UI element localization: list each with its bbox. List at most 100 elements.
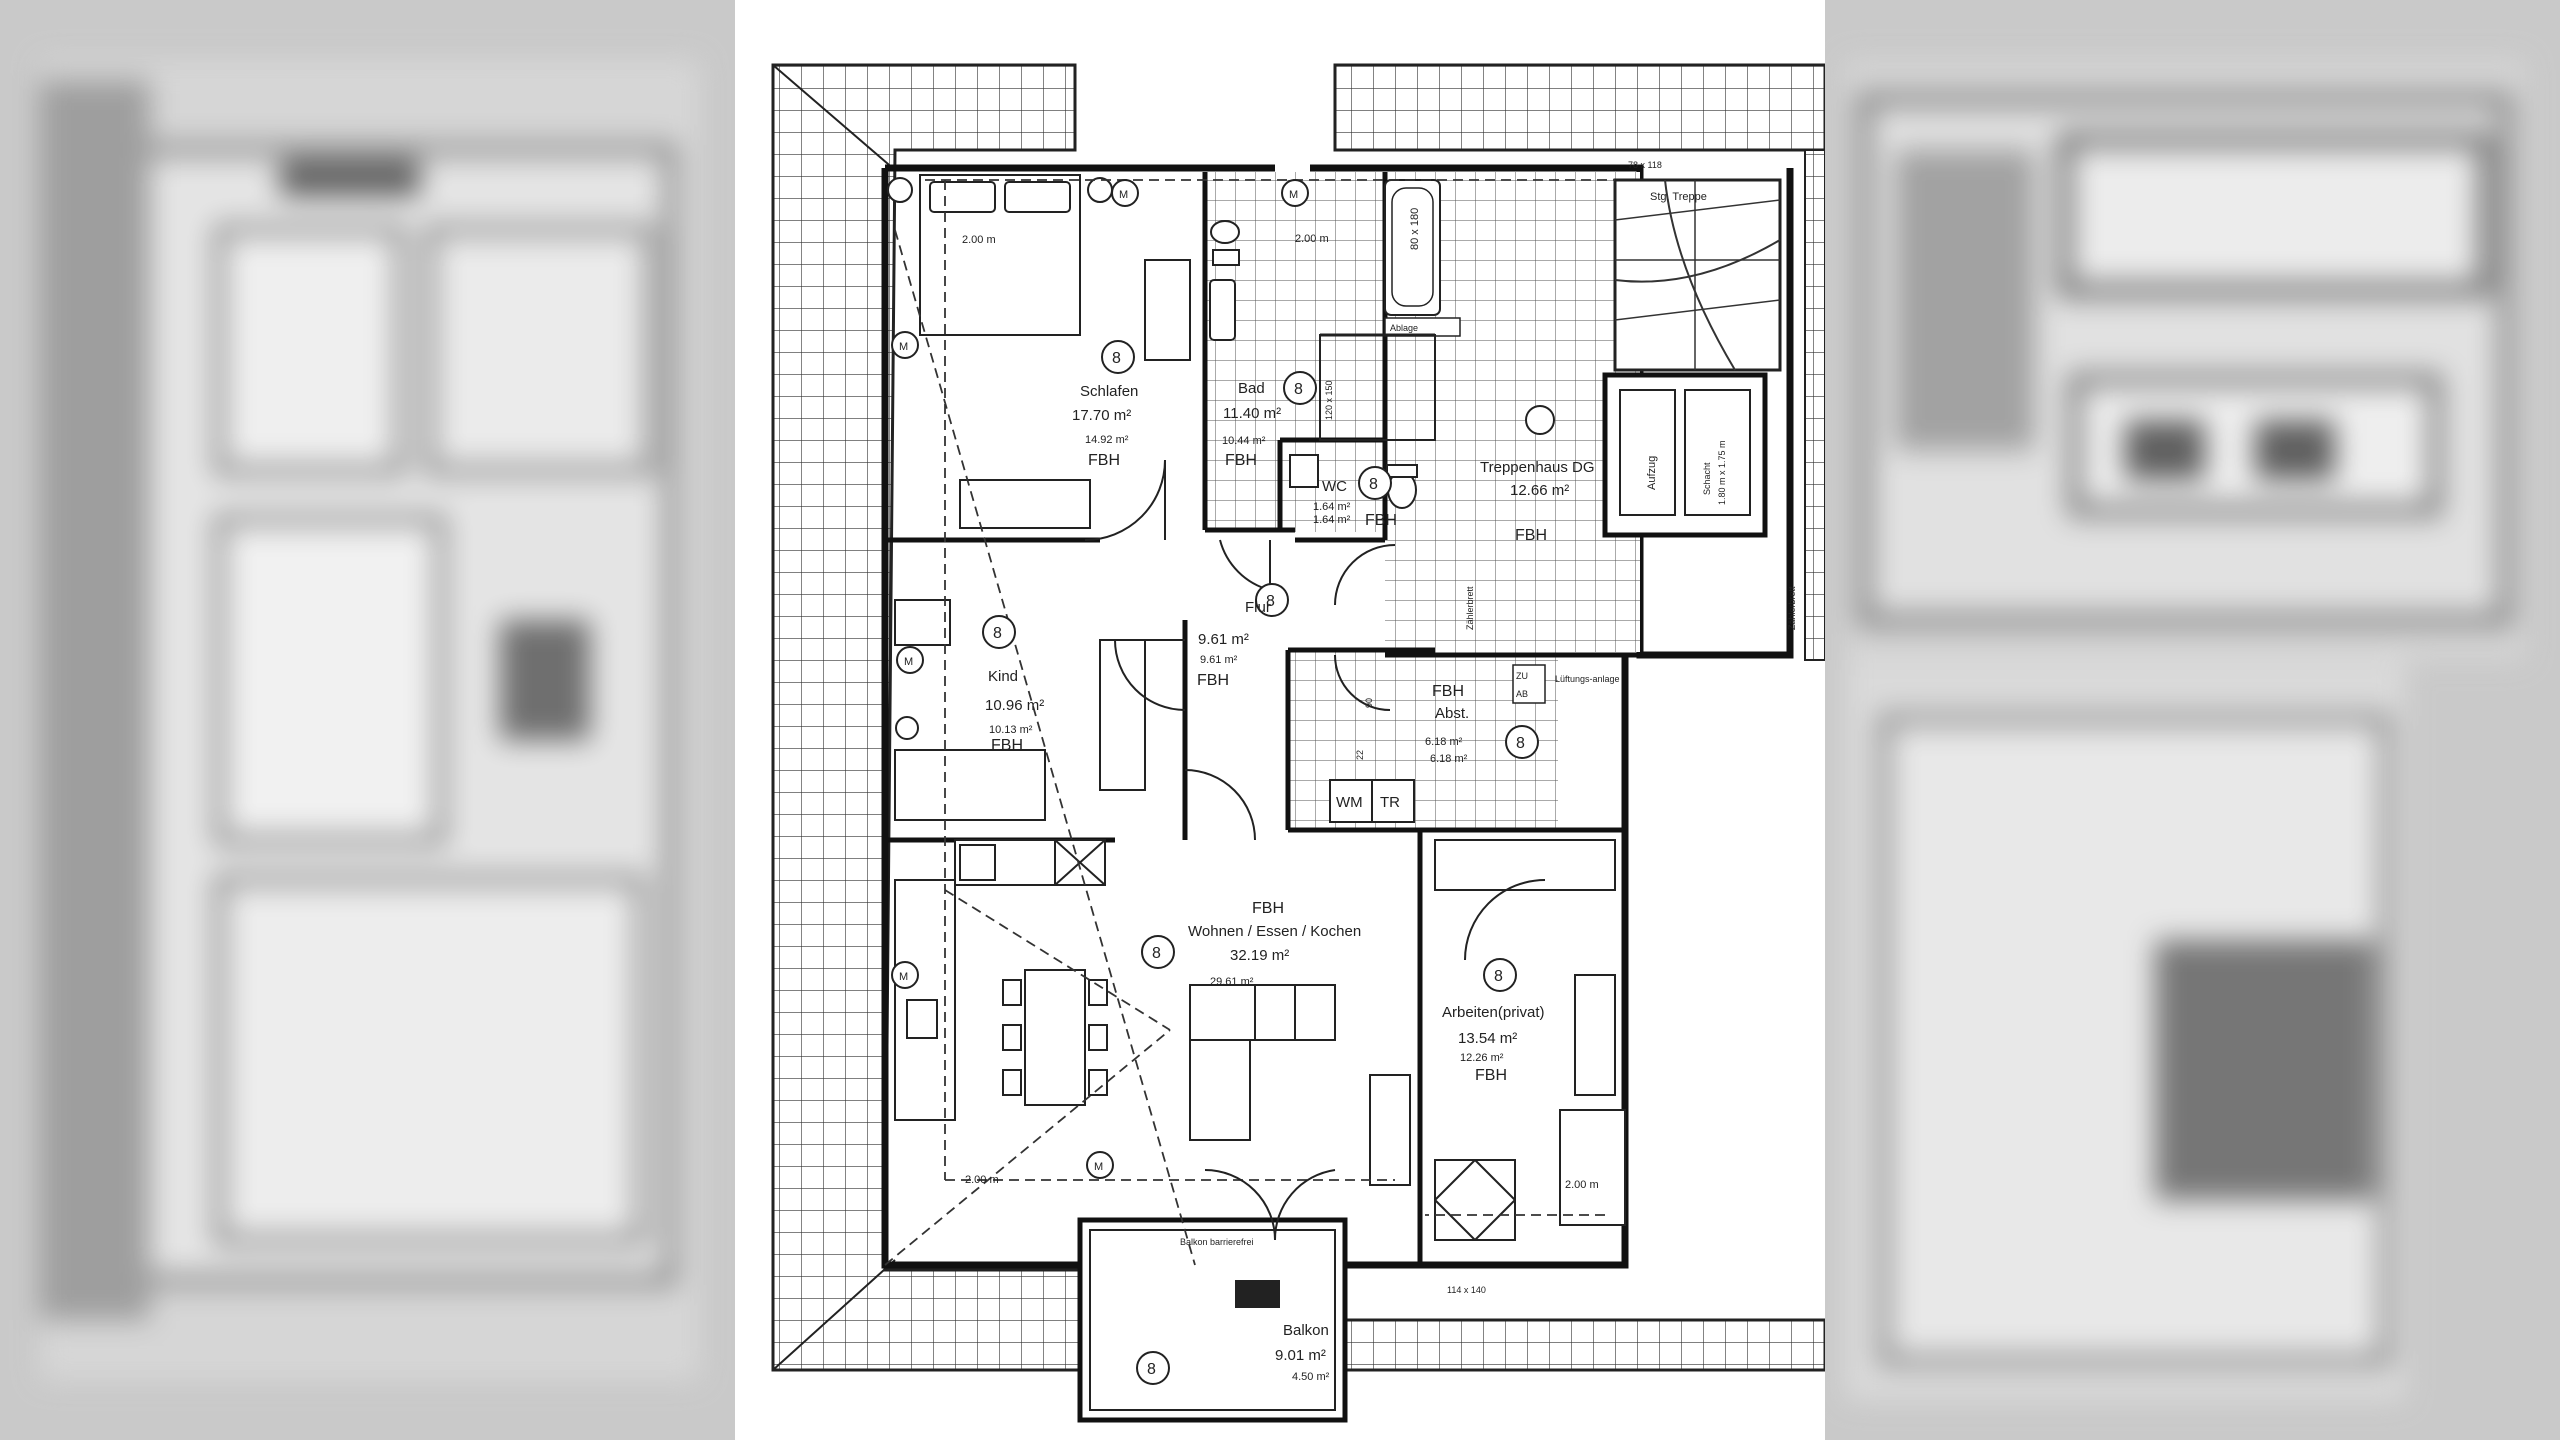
motor-label-6: M — [1094, 1161, 1103, 1173]
wc-net-area: 1.64 m² — [1313, 514, 1351, 526]
wohnen-heating: FBH — [1252, 900, 1284, 917]
schlafen-dimension: 2.00 m — [962, 234, 996, 246]
kind-name: Kind — [988, 668, 1018, 685]
right-blur-pattern — [1845, 60, 2525, 1400]
badge-arbeiten: 8 — [1494, 968, 1503, 985]
floor-plan-sheet: 80 x 180 Ablage 120 x 150 — [735, 0, 1825, 1440]
flur-name: Flur — [1245, 599, 1271, 616]
shower: 120 x 150 — [1319, 333, 1436, 441]
arbeiten-dimension: 2.00 m — [1565, 1179, 1599, 1191]
abst-name: Abst. — [1435, 705, 1469, 722]
badge-bad: 8 — [1294, 381, 1303, 398]
laundry-machines: WM TR ZU AB Lüftungs-anlage 90 22 — [1329, 664, 1620, 823]
bad-heating: FBH — [1225, 452, 1257, 469]
shaft-label: Schacht — [1702, 462, 1712, 495]
treppenhaus-area: 12.66 m² — [1510, 482, 1569, 499]
dining-table — [1002, 969, 1108, 1106]
wc-name: WC — [1322, 478, 1347, 495]
ventilation-label: Lüftungs-anlage — [1555, 674, 1620, 684]
badge-abst: 8 — [1516, 735, 1525, 752]
wohnen-dimension: 2.00 m — [965, 1174, 999, 1186]
smoke-detector-icon — [1525, 405, 1555, 435]
exhaust-label: AB — [1516, 689, 1528, 699]
shaft-dimensions: 1.80 m x 1.75 m — [1717, 440, 1727, 505]
flur-net-area: 9.61 m² — [1200, 654, 1238, 666]
sofa — [1189, 984, 1411, 1186]
left-blur-pattern — [40, 60, 700, 1380]
bathtub-size: 80 x 180 — [1409, 208, 1421, 250]
dim-22: 22 — [1355, 750, 1365, 760]
meter-board-label-1: Zählerbrett — [1465, 586, 1475, 630]
office-furniture — [1434, 839, 1626, 1241]
dresser — [959, 479, 1091, 529]
arbeiten-area: 13.54 m² — [1458, 1030, 1517, 1047]
stairs-label: Stg. Treppe — [1650, 191, 1707, 203]
badge-kind: 8 — [993, 625, 1002, 642]
kind-net-area: 10.13 m² — [989, 724, 1033, 736]
stairwell: Stg. Treppe 78 x 118 — [1613, 160, 1782, 372]
flur-area: 9.61 m² — [1198, 631, 1249, 648]
motor-label-5: M — [899, 971, 908, 983]
abst-heating: FBH — [1432, 683, 1464, 700]
bad-area: 11.40 m² — [1223, 405, 1281, 422]
abst-net-area: 6.18 m² — [1430, 753, 1468, 765]
wohnen-area: 32.19 m² — [1230, 947, 1289, 964]
arbeiten-name: Arbeiten(privat) — [1442, 1004, 1545, 1021]
bad-name: Bad — [1238, 380, 1265, 397]
bath-fixtures — [1209, 220, 1418, 509]
shelf-label: Ablage — [1390, 323, 1418, 333]
right-blurred-backdrop — [1825, 0, 2560, 1440]
balkon-name: Balkon — [1283, 1322, 1329, 1339]
stairs-dimensions: 78 x 118 — [1628, 160, 1662, 170]
elevator-shaft: Aufzug Schacht 1.80 m x 1.75 m — [1602, 372, 1768, 538]
arbeiten-net-area: 12.26 m² — [1460, 1052, 1504, 1064]
badge-wc: 8 — [1369, 476, 1378, 493]
balcony-accessible-label: Balkon barrierefrei — [1180, 1237, 1254, 1247]
elevator-label: Aufzug — [1646, 456, 1658, 490]
bad-dimension: 2.00 m — [1295, 233, 1329, 245]
wohnen-net-area: 29.61 m² — [1210, 976, 1254, 988]
schlafen-net-area: 14.92 m² — [1085, 434, 1129, 446]
motor-label-1: M — [1119, 189, 1128, 201]
supply-label: ZU — [1516, 671, 1528, 681]
double-bed — [887, 174, 1113, 336]
treppenhaus-heating: FBH — [1515, 527, 1547, 544]
floor-plan-drawing: 80 x 180 Ablage 120 x 150 — [771, 63, 1825, 1423]
schlafen-area: 17.70 m² — [1072, 407, 1131, 424]
dim-90: 90 — [1364, 698, 1374, 708]
balkon-area: 9.01 m² — [1275, 1347, 1326, 1364]
office-window-size: 114 x 140 — [1447, 1285, 1486, 1295]
balcony: Balkon barrierefrei — [1077, 1217, 1348, 1423]
wohnen-name: Wohnen / Essen / Kochen — [1188, 923, 1361, 940]
badge-balkon: 8 — [1147, 1361, 1156, 1378]
schlafen-heating: FBH — [1088, 452, 1120, 469]
roof-slope-lines — [884, 179, 1615, 1266]
motor-label-2: M — [1289, 189, 1298, 201]
badge-wohnen: 8 — [1152, 945, 1161, 962]
wardrobe — [1144, 259, 1191, 361]
roof-tiling — [771, 63, 1825, 1372]
flur-heating: FBH — [1197, 672, 1229, 689]
wc-heating: FBH — [1365, 512, 1397, 529]
bathtub: 80 x 180 — [1384, 179, 1441, 316]
kind-heating: FBH — [991, 737, 1023, 754]
abst-area: 6.18 m² — [1425, 736, 1463, 748]
bad-net-area: 10.44 m² — [1222, 435, 1266, 447]
arbeiten-heating: FBH — [1475, 1067, 1507, 1084]
balkon-net-area: 4.50 m² — [1292, 1371, 1330, 1383]
dryer-label: TR — [1380, 794, 1400, 811]
treppenhaus-name: Treppenhaus DG — [1480, 459, 1595, 476]
room-badges — [982, 340, 1539, 1385]
motor-label-4: M — [904, 656, 913, 668]
washing-machine-label: WM — [1336, 794, 1363, 811]
motor-label-3: M — [899, 341, 908, 353]
badge-flur: 8 — [1266, 593, 1275, 610]
badge-schlafen: 8 — [1112, 350, 1121, 367]
motor-symbols — [891, 179, 1309, 1179]
wc-area: 1.64 m² — [1313, 501, 1351, 513]
schlafen-name: Schlafen — [1080, 383, 1138, 400]
kitchen-counter — [894, 839, 1106, 1121]
child-room-furniture — [894, 599, 1146, 821]
left-blurred-backdrop — [0, 0, 735, 1440]
